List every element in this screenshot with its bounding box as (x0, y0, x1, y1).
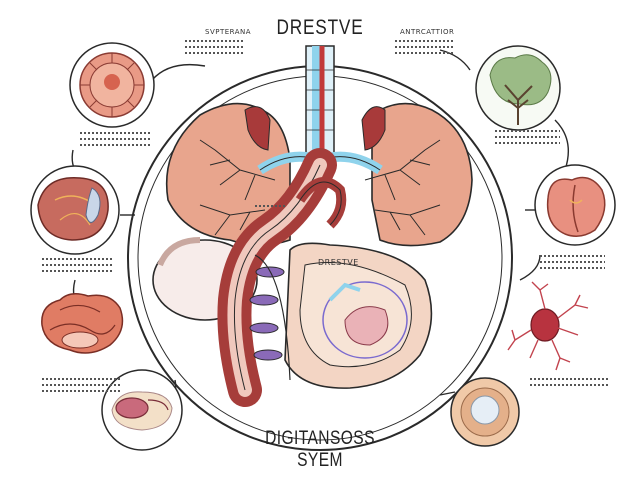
text-lines-center (255, 205, 285, 211)
text-lines-top-right (395, 40, 455, 58)
satellite-bottom-right (451, 378, 519, 446)
page-title: DRESTVE (267, 16, 374, 40)
top-left-caption: SVPTERANA (205, 28, 251, 36)
text-lines-left-2 (42, 258, 112, 276)
satellite-top-right-tree (476, 46, 560, 130)
text-lines-right-2 (540, 255, 605, 273)
satellite-top-left (70, 43, 154, 127)
footer-title: DIGITANSOSS SYEM (250, 428, 389, 472)
satellite-right-nerve (508, 282, 588, 370)
text-lines-left-1 (80, 132, 150, 150)
organ-label: DRESTVE (318, 258, 359, 267)
satellite-right-heart (535, 165, 615, 245)
text-lines-top-left (185, 40, 245, 58)
satellite-left-stomach (31, 166, 119, 254)
text-lines-left-3 (42, 378, 122, 396)
top-right-caption: ANTRCATTIOR (400, 28, 454, 36)
satellite-left-intestine (42, 294, 123, 353)
text-lines-right-1 (495, 130, 560, 148)
text-lines-right-3 (530, 378, 610, 390)
